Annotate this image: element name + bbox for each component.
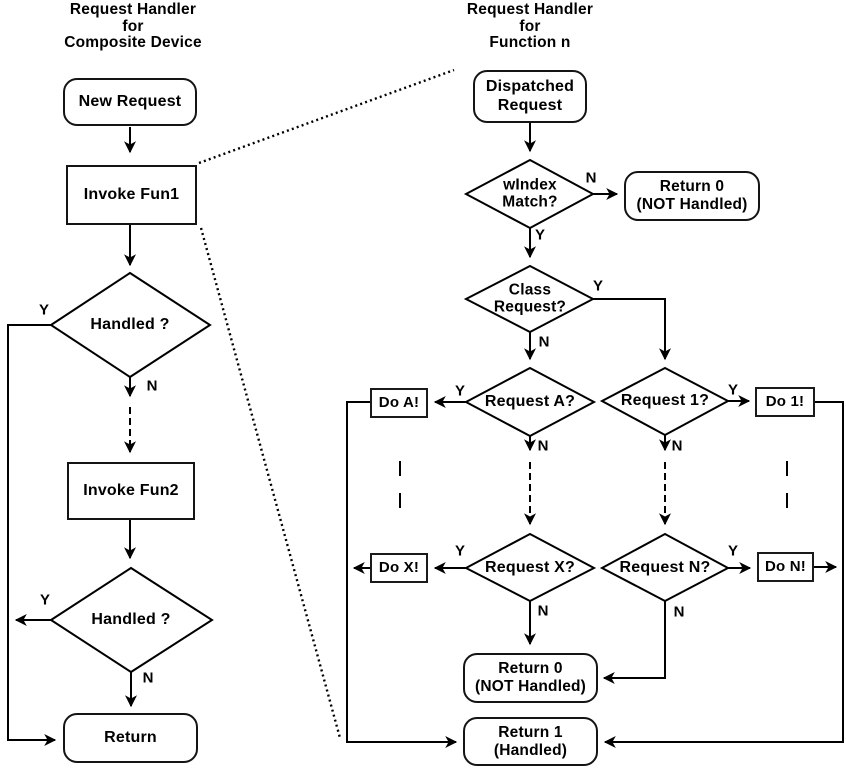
edge-requestn-no-to-return0 — [602, 601, 666, 684]
label-class-no: N — [538, 333, 550, 351]
label-request-1-no: N — [671, 437, 683, 455]
left-chart-title: Request Handler for Composite Device — [64, 1, 202, 51]
diamond-request-a — [463, 366, 597, 438]
label-request-1-yes: Y — [727, 381, 739, 399]
right-chart-title: Request Handler for Function n — [466, 1, 594, 51]
node-do-x: Do X! — [370, 553, 428, 583]
edge-handled1-yes-rail-to-return — [7, 324, 57, 746]
node-do-n: Do N! — [757, 552, 814, 582]
node-request-n-label: Request N? — [619, 559, 711, 577]
node-invoke-fun2: Invoke Fun2 — [67, 462, 195, 520]
edge-class-yes-to-request1 — [593, 298, 671, 361]
node-return1: Return 1 (Handled) — [463, 717, 598, 766]
label-handled1-yes: Y — [38, 301, 50, 319]
label-request-n-yes: Y — [727, 542, 739, 560]
label-windex-yes: Y — [534, 226, 546, 244]
node-request-x-label: Request X? — [484, 559, 576, 577]
node-return: Return — [63, 713, 198, 763]
diamond-handled2 — [49, 566, 214, 674]
node-windex-match-label: wIndex Match? — [502, 176, 558, 211]
node-invoke-fun1: Invoke Fun1 — [66, 165, 197, 225]
label-handled2-no: N — [142, 669, 154, 687]
node-new-request: New Request — [63, 78, 197, 126]
label-request-a-yes: Y — [454, 382, 466, 400]
label-request-n-no: N — [673, 603, 685, 621]
edge-do1-rail-to-return1 — [603, 401, 844, 748]
node-do-1: Do 1! — [755, 387, 815, 417]
diamond-handled1 — [49, 271, 212, 379]
label-class-yes: Y — [592, 277, 604, 295]
label-handled2-yes: Y — [39, 591, 51, 609]
node-request-a-label: Request A? — [484, 393, 576, 411]
node-dispatched-request: Dispatched Request — [473, 70, 587, 123]
edge-doa-rail-to-return1 — [346, 401, 458, 748]
label-request-x-no: N — [537, 602, 549, 620]
node-handled2-label: Handled ? — [91, 611, 171, 629]
node-request-1-label: Request 1? — [620, 392, 710, 410]
node-do-a: Do A! — [370, 388, 428, 418]
label-request-a-no: N — [537, 437, 549, 455]
zoom-callout-line-top — [198, 68, 455, 165]
label-handled1-no: N — [146, 377, 158, 395]
node-return0-top: Return 0 (NOT Handled) — [624, 171, 760, 221]
diamond-request-x — [463, 532, 597, 603]
zoom-callout-line-bottom — [199, 227, 342, 739]
node-return0-bottom: Return 0 (NOT Handled) — [463, 653, 598, 703]
label-windex-no: N — [585, 169, 597, 187]
node-handled1-label: Handled ? — [90, 316, 170, 334]
label-request-x-yes: Y — [454, 542, 466, 560]
node-class-request-label: Class Request? — [493, 281, 567, 316]
